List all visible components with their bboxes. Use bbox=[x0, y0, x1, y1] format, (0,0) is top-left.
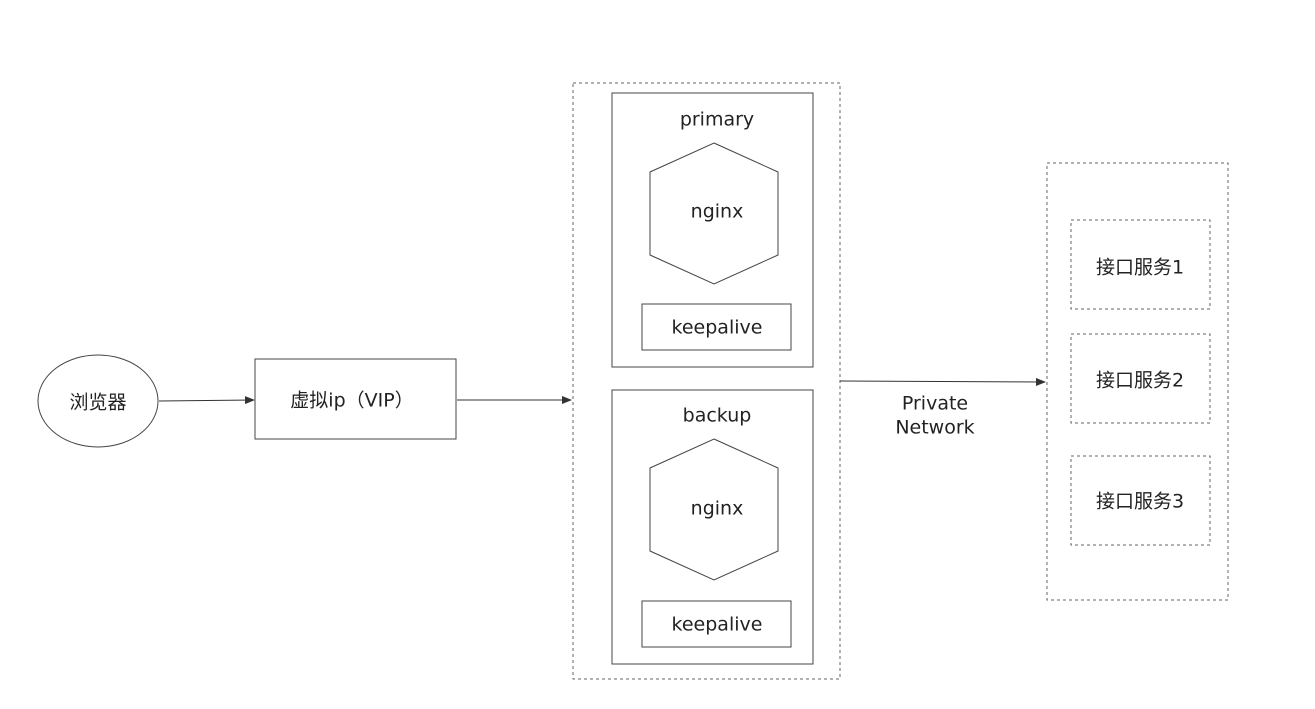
primary-nginx-hexagon bbox=[649, 142, 779, 285]
vip-label: 虚拟ip（VIP） bbox=[290, 390, 413, 412]
service-1-node: 接口服务1 bbox=[1070, 219, 1211, 310]
service-3-label: 接口服务3 bbox=[1096, 491, 1184, 513]
backup-node: backup nginx keepalive bbox=[611, 389, 814, 665]
arrow-browser-to-vip bbox=[158, 396, 255, 405]
primary-keepalive-box bbox=[641, 303, 792, 351]
service-1-box bbox=[1070, 219, 1211, 310]
backup-nginx-hexagon bbox=[649, 438, 779, 581]
vip-box bbox=[254, 358, 457, 440]
browser-ellipse bbox=[37, 354, 159, 448]
private-network-line2: Network bbox=[895, 417, 974, 439]
primary-nginx-label: nginx bbox=[691, 201, 744, 223]
primary-keepalive-label: keepalive bbox=[672, 317, 763, 339]
backup-nginx-label: nginx bbox=[691, 498, 744, 520]
service-3-node: 接口服务3 bbox=[1070, 455, 1211, 546]
service-1-label: 接口服务1 bbox=[1096, 257, 1184, 279]
arrow-cluster-to-services bbox=[839, 377, 1046, 386]
backup-keepalive-box bbox=[641, 600, 792, 648]
browser-label: 浏览器 bbox=[69, 392, 126, 414]
service-2-label: 接口服务2 bbox=[1096, 370, 1184, 392]
browser-node: 浏览器 bbox=[37, 354, 159, 448]
backup-title: backup bbox=[683, 405, 752, 427]
service-2-box bbox=[1070, 333, 1211, 424]
primary-title: primary bbox=[680, 109, 754, 131]
primary-node: primary nginx keepalive bbox=[611, 92, 814, 368]
private-network-label: Private Network bbox=[895, 393, 974, 439]
backup-keepalive-label: keepalive bbox=[672, 614, 763, 636]
service-2-node: 接口服务2 bbox=[1070, 333, 1211, 424]
private-network-line1: Private bbox=[902, 393, 968, 415]
vip-node: 虚拟ip（VIP） bbox=[254, 358, 457, 440]
service-3-box bbox=[1070, 455, 1211, 546]
